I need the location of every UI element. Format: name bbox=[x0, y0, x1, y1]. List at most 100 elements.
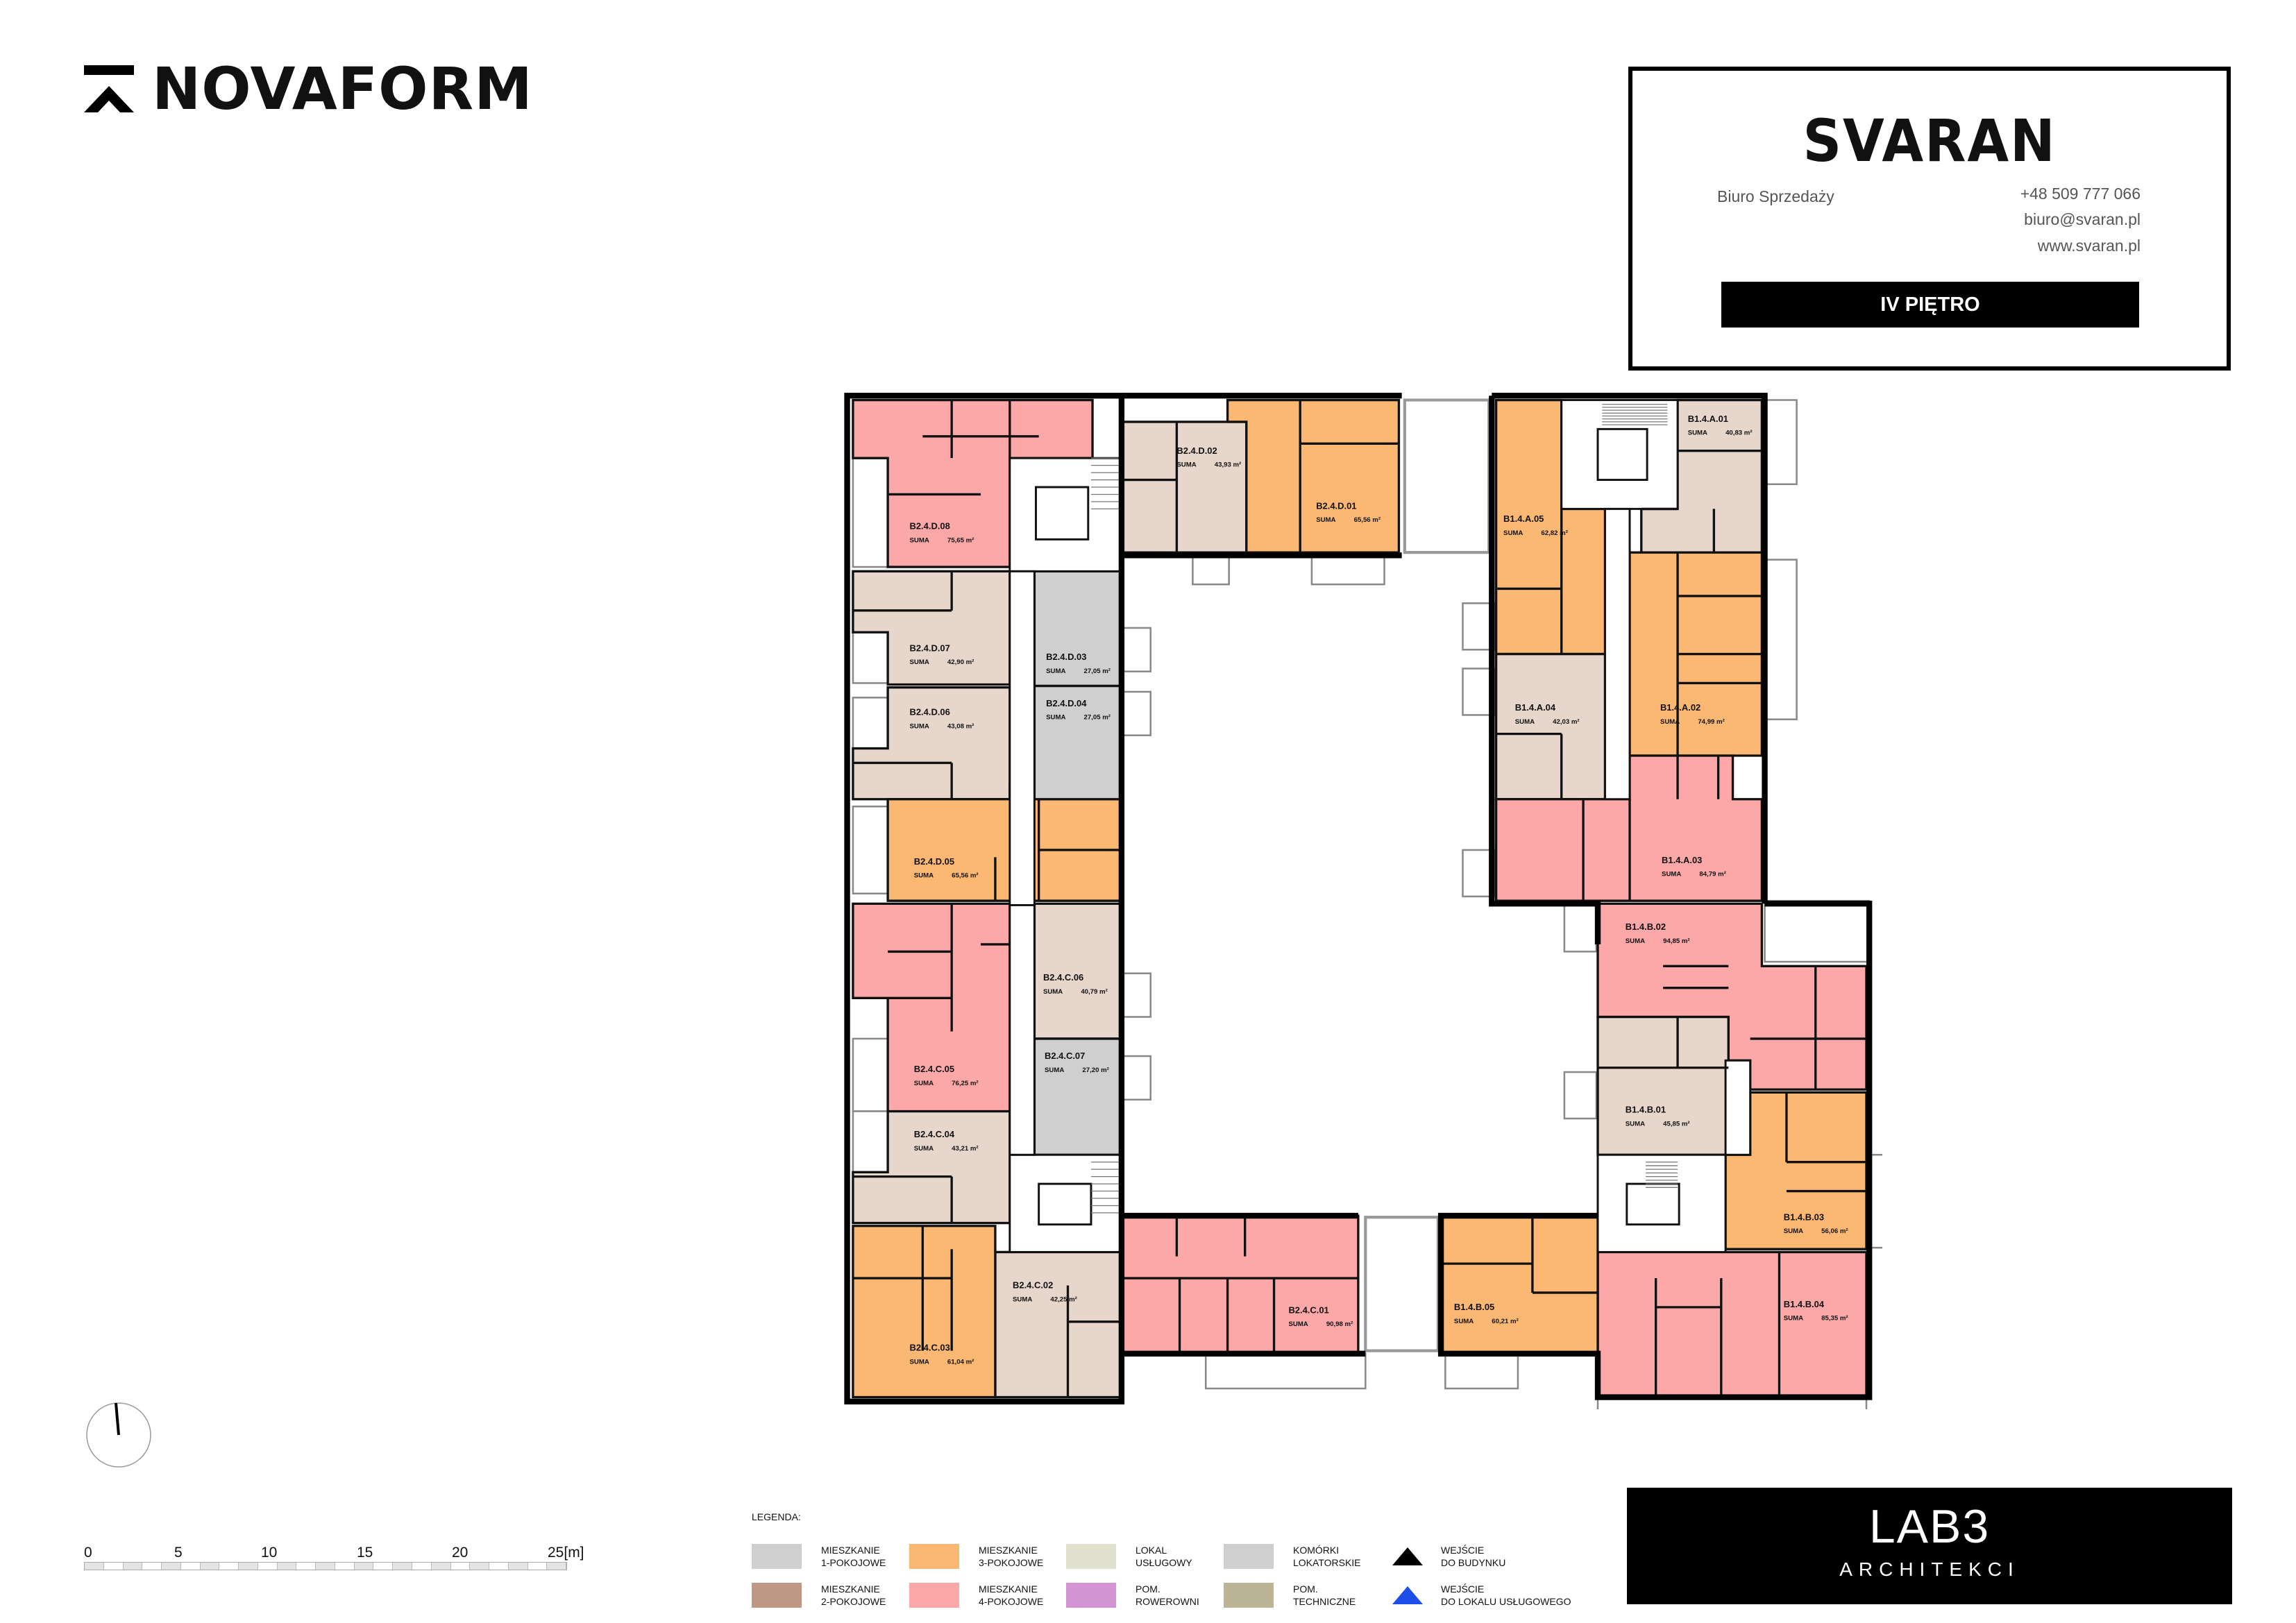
scale-segment bbox=[393, 1563, 413, 1570]
unit-number: B2.4.C.01 bbox=[1288, 1305, 1328, 1315]
unit-number: B1.4.B.05 bbox=[1454, 1302, 1494, 1312]
unit-area: 27,05 m² bbox=[1084, 714, 1111, 722]
scale-segment bbox=[431, 1563, 451, 1570]
phone-number[interactable]: +48 509 777 066 bbox=[2020, 185, 2141, 203]
unit-sum-label: SUMA bbox=[909, 722, 929, 730]
apartment-b2-4-c-01[interactable] bbox=[1120, 1214, 1360, 1355]
scale-label: 25[m] bbox=[548, 1545, 584, 1561]
unit-area: 45,85 m² bbox=[1663, 1120, 1689, 1128]
apartment-b2-4-c-06[interactable] bbox=[1033, 902, 1123, 1040]
unit-number: B2.4.D.04 bbox=[1046, 698, 1087, 708]
unit-number: B2.4.D.03 bbox=[1046, 652, 1086, 662]
legend-label-line2: USŁUGOWY bbox=[1136, 1557, 1192, 1568]
apartment-b2-4-c-02[interactable] bbox=[994, 1250, 1123, 1399]
apartment-b1-4-b-01[interactable] bbox=[1596, 1015, 1730, 1156]
legend-label-line1: LOKAL bbox=[1136, 1545, 1167, 1556]
scale-segment bbox=[547, 1563, 567, 1570]
unit-sum-label: SUMA bbox=[909, 658, 929, 666]
unit-area: 40,83 m² bbox=[1725, 430, 1752, 437]
unit-sum-label: SUMA bbox=[1176, 461, 1196, 469]
legend-label-line1: MIESZKANIE bbox=[979, 1583, 1038, 1595]
building-outer-walls bbox=[1121, 393, 1873, 1400]
legend-swatch bbox=[1224, 1583, 1274, 1608]
unit-area: 84,79 m² bbox=[1699, 871, 1725, 878]
unit-sum-label: SUMA bbox=[909, 537, 929, 545]
unit-sum-label: SUMA bbox=[914, 1080, 934, 1087]
architect-logo-subtitle: ARCHITEKCI bbox=[1839, 1558, 2020, 1580]
unit-area: 43,21 m² bbox=[952, 1145, 978, 1153]
scale-segment bbox=[123, 1563, 143, 1570]
unit-sum-label: SUMA bbox=[1784, 1227, 1803, 1235]
building-outer-wall-west bbox=[844, 393, 1125, 1405]
unit-sum-label: SUMA bbox=[1045, 1067, 1064, 1074]
scale-segment bbox=[162, 1563, 181, 1570]
unit-area: 40,79 m² bbox=[1081, 988, 1107, 996]
unit-number: B2.4.D.07 bbox=[909, 643, 949, 653]
unit-area: 56,06 m² bbox=[1821, 1227, 1848, 1235]
scale-segment bbox=[258, 1563, 278, 1570]
novaform-logo: NOVAFORM bbox=[84, 60, 533, 118]
unit-number: B2.4.D.08 bbox=[909, 521, 949, 532]
apartment-b2-4-d-05[interactable] bbox=[886, 783, 1123, 902]
unit-sum-label: SUMA bbox=[1660, 718, 1680, 726]
balconies bbox=[852, 399, 1882, 1409]
apartment-b2-4-d-01[interactable] bbox=[1226, 398, 1401, 554]
scale-segment bbox=[277, 1563, 297, 1570]
scale-label: 20 bbox=[452, 1545, 469, 1561]
unit-number: B2.4.C.02 bbox=[1013, 1280, 1053, 1291]
building-entrance-icon bbox=[1392, 1547, 1423, 1565]
brand-name: NOVAFORM bbox=[152, 55, 533, 123]
scale-segment bbox=[181, 1563, 201, 1570]
unit-area: 60,21 m² bbox=[1492, 1318, 1518, 1325]
scale-label: 5 bbox=[174, 1545, 183, 1561]
scale-segment bbox=[316, 1563, 335, 1570]
apartment-b2-4-c-03[interactable] bbox=[852, 1225, 997, 1399]
light-shafts bbox=[1364, 398, 1491, 1352]
legend-label-line1: MIESZKANIE bbox=[979, 1545, 1038, 1556]
unit-area: 42,03 m² bbox=[1553, 718, 1579, 726]
unit-sum-label: SUMA bbox=[914, 872, 934, 880]
website-link[interactable]: www.svaran.pl bbox=[2037, 237, 2141, 255]
unit-area: 27,20 m² bbox=[1082, 1067, 1108, 1074]
apartment-b1-4-b-05[interactable] bbox=[1440, 1214, 1599, 1355]
legend-item: POM.TECHNICZNE bbox=[1224, 1583, 1356, 1608]
apartment-b2-4-d-02[interactable] bbox=[1120, 420, 1248, 554]
legend-swatch bbox=[909, 1544, 959, 1569]
unit-sum-label: SUMA bbox=[914, 1145, 934, 1153]
sales-office-label: Biuro Sprzedaży bbox=[1717, 187, 1834, 205]
email-link[interactable]: biuro@svaran.pl bbox=[2024, 210, 2141, 228]
legend-label-line1: MIESZKANIE bbox=[821, 1583, 880, 1595]
unit-number: B2.4.C.04 bbox=[914, 1129, 955, 1139]
legend-title: LEGENDA: bbox=[752, 1511, 801, 1522]
unit-area: 90,98 m² bbox=[1326, 1320, 1353, 1328]
scale-segment bbox=[508, 1563, 528, 1570]
sales-info-box: SVARAN Biuro Sprzedaży +48 509 777 066 b… bbox=[1628, 67, 2231, 371]
scale-segment bbox=[239, 1563, 258, 1570]
legend-label-line1: POM. bbox=[1136, 1583, 1160, 1595]
legend-swatch bbox=[1066, 1544, 1116, 1569]
apartment-b1-4-a-04[interactable] bbox=[1494, 652, 1607, 801]
scale-segment bbox=[85, 1563, 104, 1570]
unit-number: B2.4.C.05 bbox=[914, 1064, 954, 1074]
legend-label: POM.ROWEROWNI bbox=[1136, 1583, 1199, 1608]
unit-sum-label: SUMA bbox=[1043, 988, 1063, 996]
legend-swatch bbox=[909, 1583, 959, 1608]
scale-segment bbox=[451, 1563, 471, 1570]
floor-label: IV PIĘTRO bbox=[1721, 282, 2139, 328]
legend-label-line2: LOKATORSKIE bbox=[1293, 1557, 1361, 1568]
apartment-b1-4-b-04[interactable] bbox=[1596, 1250, 1868, 1399]
legend-label-line2: 4-POKOJOWE bbox=[979, 1596, 1044, 1607]
unit-area: 74,99 m² bbox=[1698, 718, 1724, 726]
scale-bar: 0 5 10 15 20 25[m] bbox=[84, 1545, 584, 1579]
unit-number: B2.4.C.07 bbox=[1045, 1051, 1085, 1061]
scale-segment bbox=[373, 1563, 394, 1570]
legend-swatch bbox=[1066, 1583, 1116, 1608]
legend-label-line2: 2-POKOJOWE bbox=[821, 1596, 886, 1607]
